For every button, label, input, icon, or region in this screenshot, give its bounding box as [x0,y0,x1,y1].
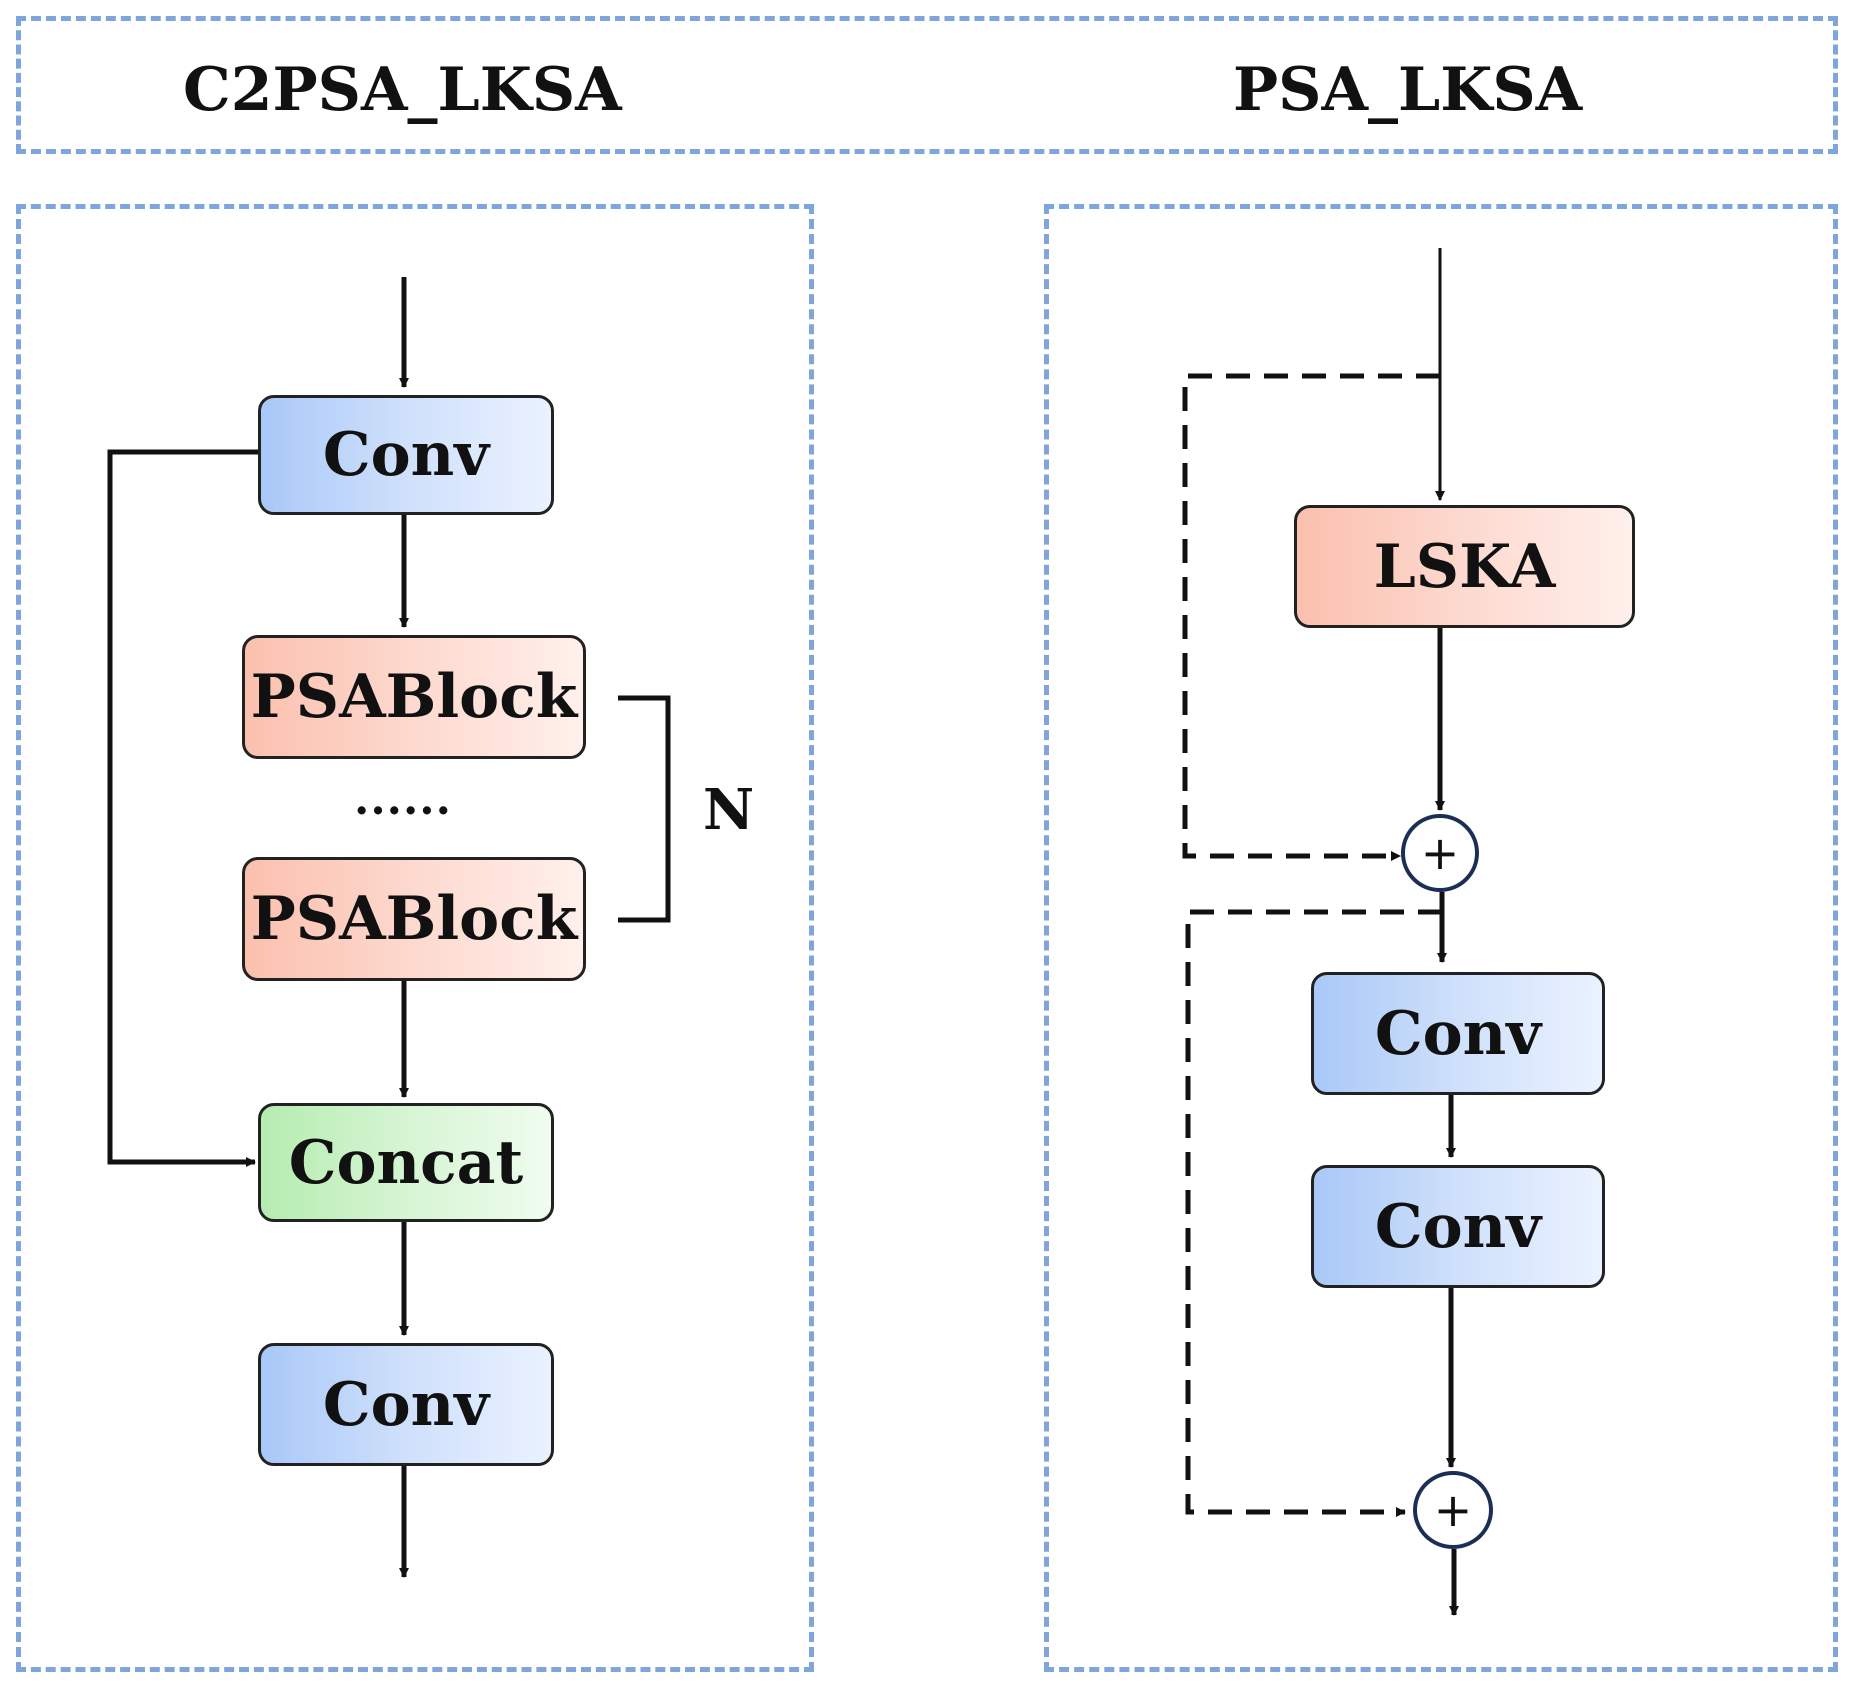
input-conv-block: Conv [258,395,554,515]
add-node-1: + [1401,814,1479,892]
add-node-2: + [1413,1471,1493,1549]
conv-block-2: Conv [1311,1165,1605,1288]
psablock-1: PSABlock [242,635,586,759]
residual-path-2 [1185,909,1442,1517]
c2psa-lksa-panel [16,204,814,1672]
split-bypass-line [107,449,258,1167]
residual-path-1 [1182,373,1440,861]
output-conv-block: Conv [258,1343,554,1466]
title-bar-frame [16,16,1838,154]
lska-block: LSKA [1294,505,1635,628]
c2psa-lksa-title: C2PSA_LKSA [183,55,622,125]
psablock-n: PSABlock [242,857,586,981]
psa-lksa-title: PSA_LKSA [1233,55,1583,125]
repeat-count-label: N [703,777,755,843]
concat-block: Concat [258,1103,554,1222]
psablock-ellipsis: ...... [354,774,452,825]
psa-lksa-panel [1044,204,1838,1672]
repeat-bracket [618,695,671,923]
conv-block-1: Conv [1311,972,1605,1095]
